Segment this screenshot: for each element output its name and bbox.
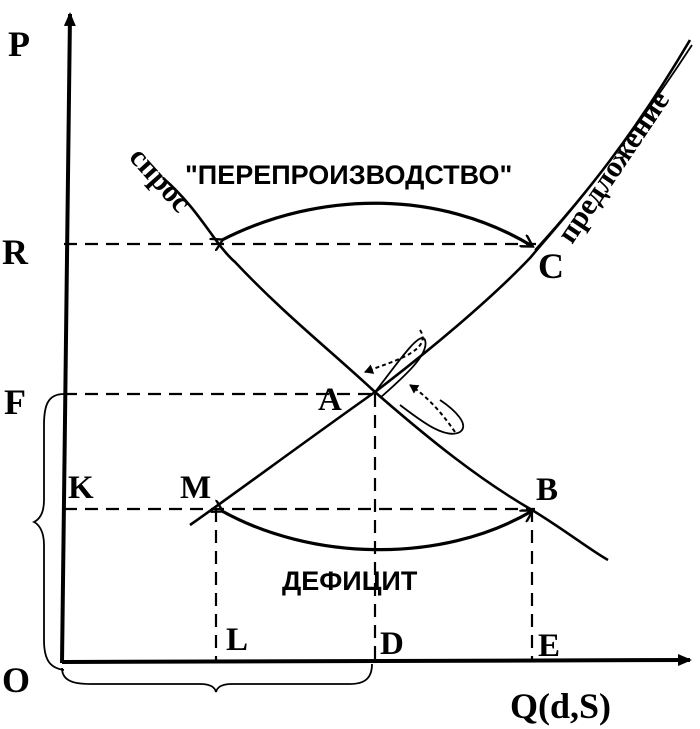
supply-curve-label: предложение: [550, 85, 676, 249]
quantity-label-e: E: [538, 628, 560, 664]
point-label-c: C: [538, 246, 564, 286]
quantity-axis: [61, 654, 692, 667]
horizontal-brace: [61, 663, 373, 693]
adjustment-arrow-upper: [364, 329, 424, 374]
price-label-f: F: [4, 382, 26, 422]
quantity-label-l: L: [226, 622, 248, 658]
quantity-label-d: D: [380, 626, 404, 662]
adjustment-arrow-lower: [409, 384, 456, 433]
supply-curve-double-stroke: [534, 44, 693, 251]
vertical-brace: [31, 393, 65, 671]
price-axis: [60, 12, 76, 664]
overproduction-arrow: [222, 201, 532, 246]
adjustment-loop-upper: [374, 337, 427, 399]
price-label-r: R: [2, 232, 29, 272]
deficit-caption: ДЕФИЦИТ: [282, 566, 418, 596]
point-label-b: B: [536, 472, 558, 508]
supply-curve: [189, 39, 692, 527]
y-axis-label: P: [8, 24, 30, 64]
point-label-a: A: [318, 382, 342, 418]
deficit-arrow: [222, 511, 532, 552]
overproduction-caption: "ПЕРЕПРОИЗВОДСТВО": [185, 160, 512, 190]
x-axis-label: Q(d,S): [510, 686, 611, 726]
adjustment-loop-lower: [399, 399, 465, 435]
price-label-k: K: [68, 470, 94, 506]
origin-label: O: [2, 660, 30, 700]
point-label-m: M: [180, 470, 211, 506]
